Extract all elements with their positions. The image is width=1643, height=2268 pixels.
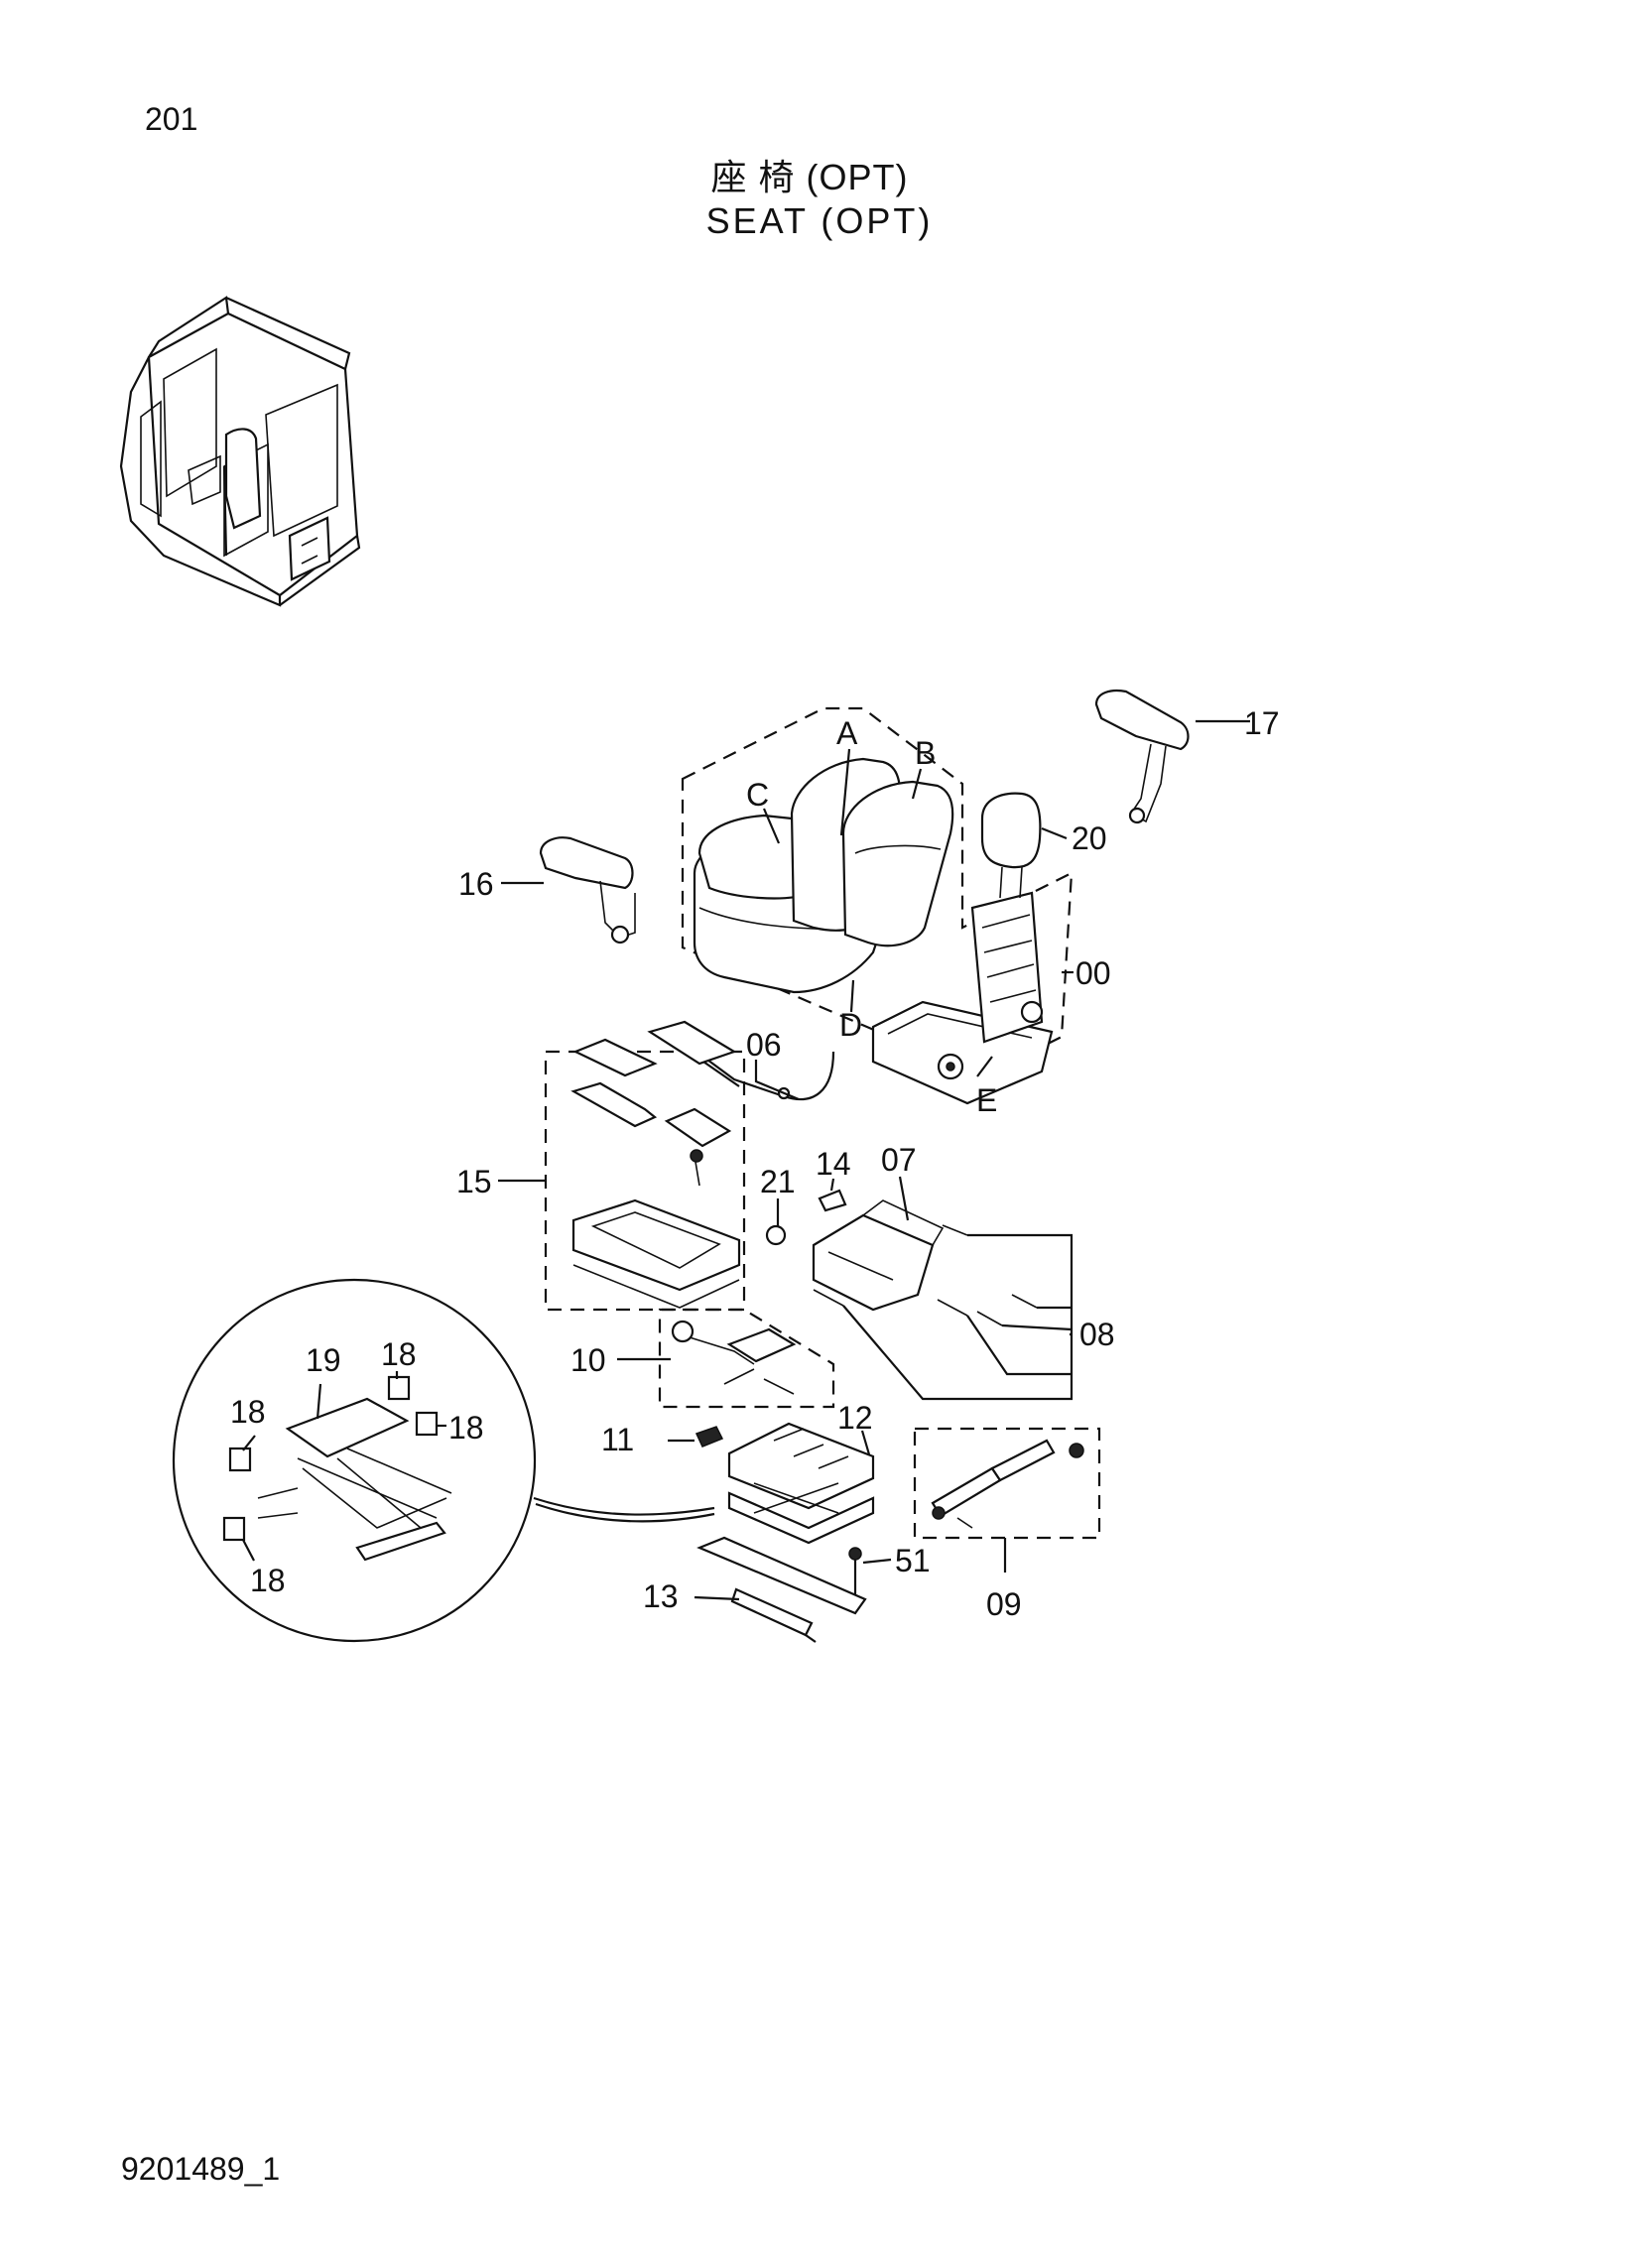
seat-frame-part <box>871 891 1054 1105</box>
base-frame-part <box>812 1199 945 1312</box>
title-chinese: 座 椅 (OPT) <box>710 157 909 197</box>
label-11: 11 <box>601 1422 634 1457</box>
suspension-part <box>727 1422 875 1545</box>
damper-part-13 <box>696 1536 867 1643</box>
label-20: 20 <box>1072 820 1107 856</box>
headrest-part <box>980 792 1042 899</box>
part-labels: A B C D E 00 06 07 08 09 10 11 12 13 14 … <box>230 705 1280 1622</box>
label-18-top: 18 <box>381 1336 417 1372</box>
label-16: 16 <box>458 866 494 902</box>
label-21: 21 <box>760 1164 796 1199</box>
lever-group-box <box>658 1308 835 1409</box>
bushing-part-18c <box>415 1411 439 1437</box>
label-09: 09 <box>986 1586 1022 1622</box>
leader-lines <box>242 719 1250 1601</box>
page-number: 201 <box>145 101 198 137</box>
label-13: 13 <box>643 1578 679 1614</box>
label-18-bottom: 18 <box>250 1563 286 1598</box>
bushing-part-18a <box>228 1447 252 1472</box>
label-E: E <box>976 1082 997 1118</box>
label-D: D <box>839 1007 862 1043</box>
bolt-part-51 <box>848 1547 862 1597</box>
title-english: SEAT (OPT) <box>705 200 934 241</box>
label-10: 10 <box>570 1342 606 1378</box>
label-06: 06 <box>746 1027 782 1063</box>
label-08: 08 <box>1079 1317 1115 1352</box>
bushing-part-18d <box>222 1516 246 1542</box>
cap-part-21 <box>765 1224 787 1246</box>
label-17: 17 <box>1244 705 1280 741</box>
label-15: 15 <box>456 1164 492 1199</box>
label-51: 51 <box>895 1543 931 1578</box>
armrest-left-part <box>539 836 636 945</box>
armrest-right-part <box>1094 689 1190 824</box>
seat-cushion-parts <box>693 757 954 994</box>
label-A: A <box>836 715 858 751</box>
label-C: C <box>746 777 769 813</box>
slide-rail-parts <box>570 1020 741 1309</box>
bushing-part-18b <box>387 1375 411 1401</box>
damper-part-09 <box>931 1439 1084 1529</box>
label-14: 14 <box>816 1146 851 1182</box>
label-07: 07 <box>881 1142 917 1178</box>
document-code: 9201489_1 <box>121 2151 281 2187</box>
label-18-right: 18 <box>448 1410 484 1446</box>
label-19: 19 <box>306 1342 341 1378</box>
slide-rail-group-box <box>544 1050 746 1312</box>
damper-group-box <box>913 1427 1101 1540</box>
cap-part-14 <box>818 1189 847 1212</box>
cab-illustration <box>119 296 361 607</box>
label-00: 00 <box>1075 955 1111 991</box>
spring-parts <box>813 1224 1074 1401</box>
label-12: 12 <box>837 1400 873 1436</box>
detail-magnifier <box>172 1278 715 1643</box>
bracket-part-11 <box>695 1426 724 1448</box>
label-B: B <box>915 735 936 771</box>
lever-part <box>671 1320 797 1395</box>
label-18-left: 18 <box>230 1394 266 1430</box>
